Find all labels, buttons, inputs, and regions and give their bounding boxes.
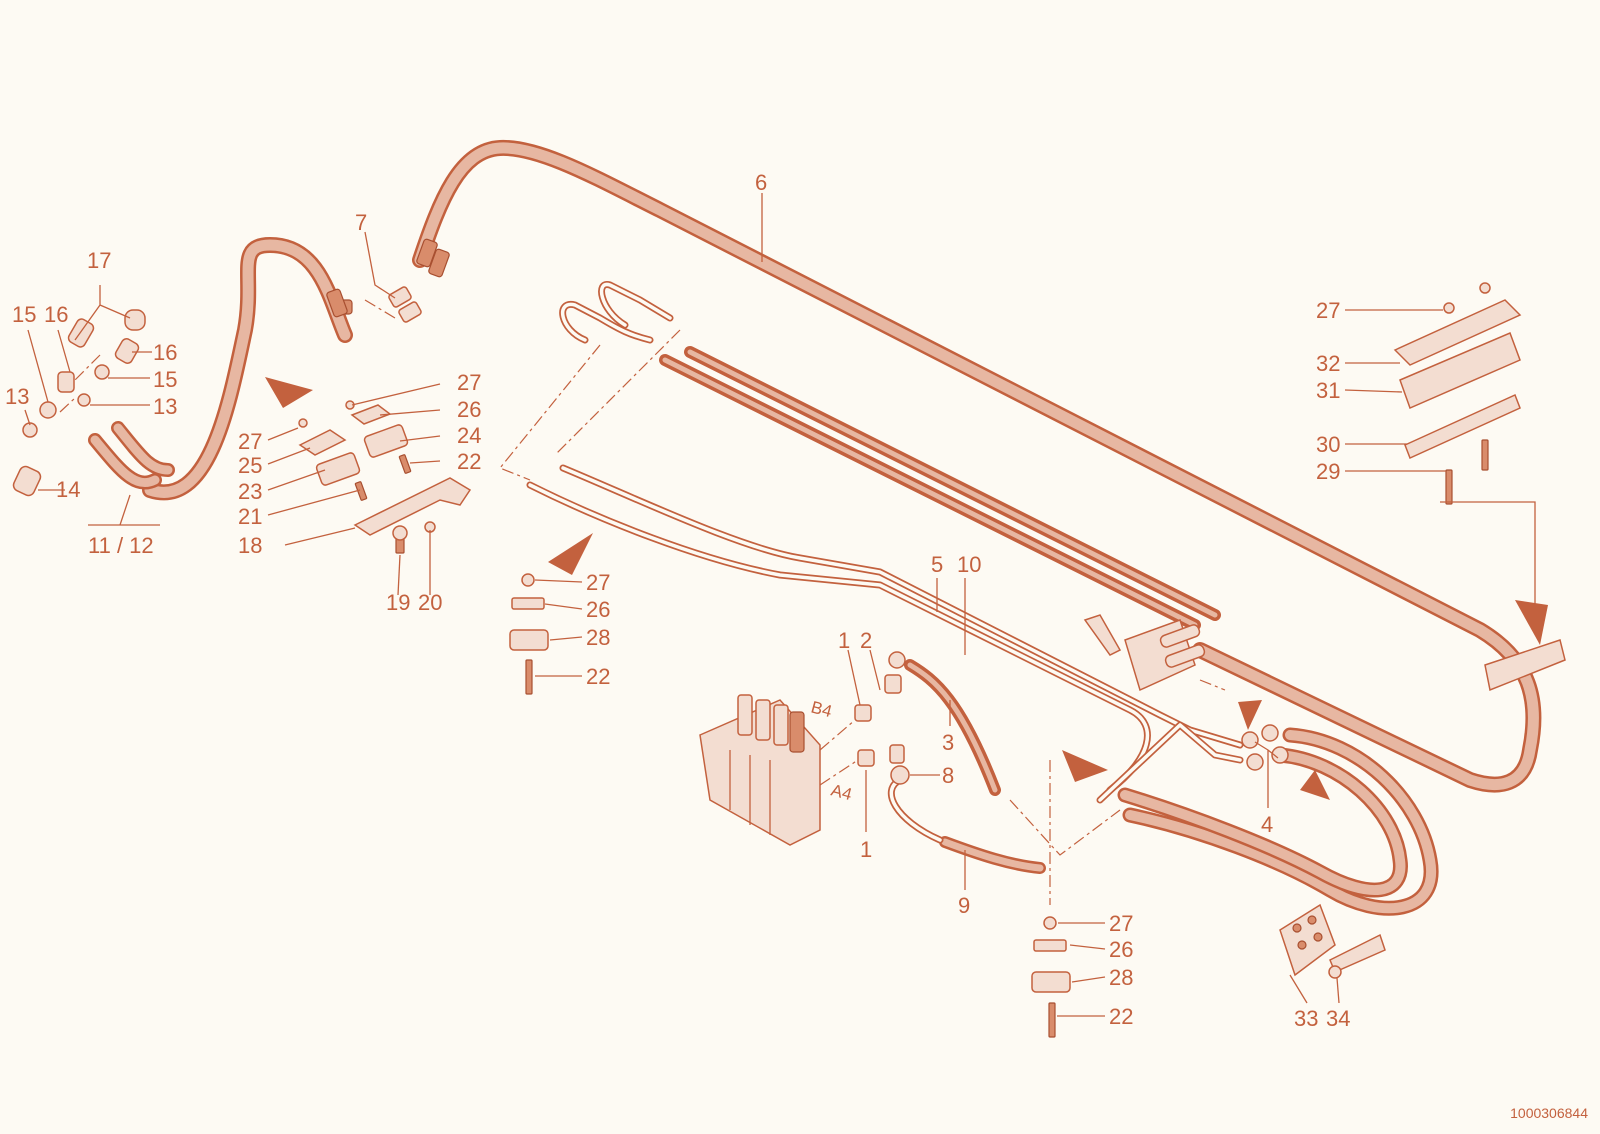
callout-26: 26 bbox=[586, 597, 610, 622]
callout-9: 9 bbox=[958, 893, 970, 918]
callout-24: 24 bbox=[457, 423, 481, 448]
callout-21: 21 bbox=[238, 504, 262, 529]
callout-23: 23 bbox=[238, 479, 262, 504]
callout-16: 16 bbox=[153, 340, 177, 365]
callout-18: 18 bbox=[238, 533, 262, 558]
callout-32: 32 bbox=[1316, 351, 1340, 376]
callout-28: 28 bbox=[586, 625, 610, 650]
callout-4: 4 bbox=[1261, 812, 1273, 837]
bracket-right-clamp bbox=[1484, 639, 1566, 692]
callout-33: 33 bbox=[1294, 1006, 1318, 1031]
leader-lines bbox=[24, 193, 1446, 1017]
hose-pair-center bbox=[659, 346, 1221, 631]
callout-27: 27 bbox=[1316, 298, 1340, 323]
hose-3 bbox=[904, 659, 1001, 796]
fittings-4 bbox=[1241, 724, 1289, 771]
arrow-bracket-down bbox=[1238, 700, 1262, 730]
callout-27: 27 bbox=[586, 570, 610, 595]
hose-right-loop bbox=[1117, 727, 1439, 916]
callout-29: 29 bbox=[1316, 459, 1340, 484]
callout-22: 22 bbox=[457, 449, 481, 474]
callout-13: 13 bbox=[5, 384, 29, 409]
clamp-set-mid bbox=[509, 573, 549, 695]
callout-15: 15 bbox=[12, 302, 36, 327]
callout-27: 27 bbox=[1109, 911, 1133, 936]
callout-7: 7 bbox=[355, 210, 367, 235]
bracket-18 bbox=[353, 477, 472, 536]
control-valve-block bbox=[699, 694, 821, 846]
arrow-mid-pipe bbox=[548, 533, 593, 575]
callout-8: 8 bbox=[942, 763, 954, 788]
callouts: 6 7 17 15 16 16 15 13 13 14 11 / 12 27 2… bbox=[5, 170, 1350, 1031]
callout-31: 31 bbox=[1316, 378, 1340, 403]
assembly-lines bbox=[59, 299, 1226, 905]
clamp-set-right bbox=[1393, 282, 1522, 505]
bracket-center-right bbox=[1083, 614, 1206, 692]
callout-27: 27 bbox=[238, 429, 262, 454]
arrow-hose-right-up bbox=[1300, 770, 1330, 800]
callout-28: 28 bbox=[1109, 965, 1133, 990]
callout-19: 19 bbox=[386, 590, 410, 615]
arrow-left-hose bbox=[265, 377, 313, 408]
callout-22: 22 bbox=[586, 664, 610, 689]
fittings-7 bbox=[326, 238, 450, 323]
clamp-set-left bbox=[298, 400, 436, 554]
callout-14: 14 bbox=[56, 477, 80, 502]
callout-15: 15 bbox=[153, 367, 177, 392]
fittings-left bbox=[12, 309, 146, 497]
hose-11-12 bbox=[88, 237, 353, 501]
callout-13: 13 bbox=[153, 394, 177, 419]
callout-26: 26 bbox=[1109, 937, 1133, 962]
clamp-set-bottom bbox=[1031, 916, 1071, 1038]
callout-30: 30 bbox=[1316, 432, 1340, 457]
callout-5: 5 bbox=[931, 552, 943, 577]
arrow-right-clamp bbox=[1515, 600, 1548, 645]
callout-16: 16 bbox=[44, 302, 68, 327]
callout-1: 1 bbox=[838, 628, 850, 653]
callout-22: 22 bbox=[1109, 1004, 1133, 1029]
callout-34: 34 bbox=[1326, 1006, 1350, 1031]
callout-11-12: 11 / 12 bbox=[88, 533, 154, 558]
callout-6: 6 bbox=[755, 170, 767, 195]
callout-1: 1 bbox=[860, 837, 872, 862]
callout-17: 17 bbox=[87, 248, 111, 273]
port-label-a4: A4 bbox=[829, 781, 854, 805]
callout-10: 10 bbox=[957, 552, 981, 577]
hose-6 bbox=[412, 139, 1542, 793]
callout-20: 20 bbox=[418, 590, 442, 615]
fittings-1-2-8 bbox=[854, 651, 910, 785]
port-label-b4: B4 bbox=[809, 698, 834, 722]
assembly-arrows bbox=[265, 377, 1548, 800]
pipe-5-10 bbox=[526, 281, 1244, 804]
plate-33 bbox=[1279, 903, 1386, 979]
callout-3: 3 bbox=[942, 730, 954, 755]
callout-27: 27 bbox=[457, 370, 481, 395]
arrow-pipe-down bbox=[1062, 750, 1108, 782]
callout-25: 25 bbox=[238, 453, 262, 478]
hose-9 bbox=[887, 776, 1046, 874]
callout-26: 26 bbox=[457, 397, 481, 422]
document-id: 1000306844 bbox=[1510, 1105, 1588, 1121]
callout-2: 2 bbox=[860, 628, 872, 653]
